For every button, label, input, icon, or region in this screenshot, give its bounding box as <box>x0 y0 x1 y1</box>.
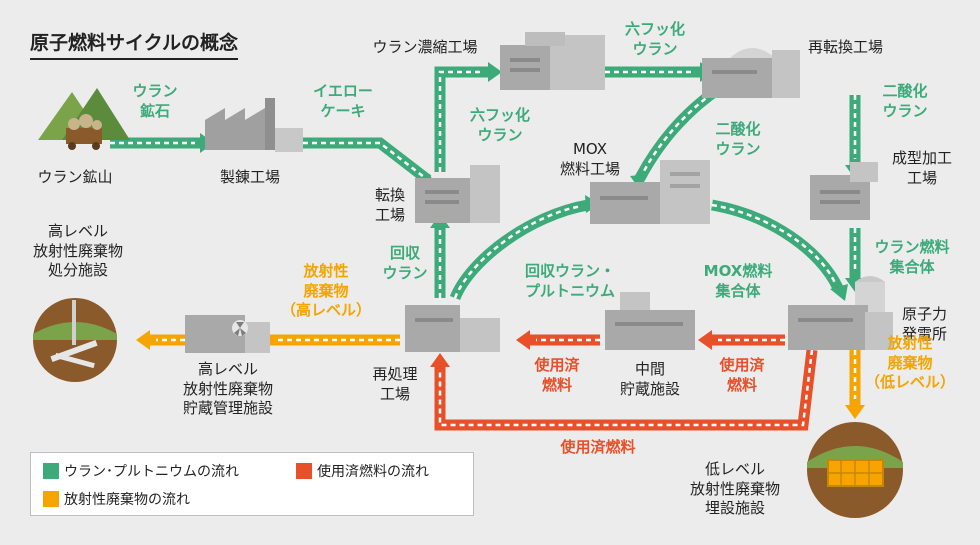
uranium-mine-graphic <box>38 88 130 150</box>
fabrication-building <box>810 162 878 220</box>
legend-label-orange: 放射性廃棄物の流れ <box>64 492 190 508</box>
flow-label-uranium-ore: ウラン鉱石 <box>132 82 178 120</box>
red-flow-dashes <box>438 338 814 427</box>
label-llw-disposal: 低レベル放射性廃棄物埋設施設 <box>689 460 781 517</box>
label-refinery: 製錬工場 <box>219 168 281 186</box>
label-hlw-storage: 高レベル放射性廃棄物貯蔵管理施設 <box>182 360 274 417</box>
reprocessing-building <box>405 305 500 352</box>
legend: ウラン･プルトニウムの流れ 使用済燃料の流れ 放射性廃棄物の流れ <box>30 452 474 516</box>
power-plant-building <box>788 276 893 350</box>
legend-label-green: ウラン･プルトニウムの流れ <box>64 464 239 480</box>
refinery-graphic <box>205 98 303 152</box>
flow-label-spent-fuel-2: 使用済燃料 <box>719 356 765 394</box>
flow-label-recovered-u: 回収ウラン <box>382 244 428 282</box>
mox-plant-building <box>590 160 710 224</box>
label-reconversion: 再転換工場 <box>808 38 884 56</box>
llw-disposal-graphic <box>807 422 903 518</box>
label-hlw-disposal: 高レベル放射性廃棄物処分施設 <box>32 222 124 279</box>
reconversion-building <box>702 48 800 98</box>
flow-label-fuel-assembly: ウラン燃料集合体 <box>874 238 950 276</box>
legend-label-red: 使用済燃料の流れ <box>317 464 429 480</box>
legend-swatch-green <box>43 463 59 479</box>
green-flow-dashes <box>110 70 857 299</box>
flow-label-llw: 放射性廃棄物（低レベル） <box>864 334 956 391</box>
legend-swatch-red <box>296 463 312 479</box>
hlw-storage-building <box>185 315 270 353</box>
red-arrowheads <box>430 330 712 367</box>
flow-label-mox-assembly: MOX燃料集合体 <box>703 262 773 300</box>
orange-flow-dashes <box>156 338 857 399</box>
flow-label-uf6-top: 六フッ化ウラン <box>624 20 686 58</box>
flow-label-spent-fuel-bottom: 使用済燃料 <box>560 438 636 456</box>
flow-label-uf6-left: 六フッ化ウラン <box>469 106 531 144</box>
flow-refinery-to-conversion <box>285 137 432 185</box>
flow-label-uo2-center: 二酸化ウラン <box>715 120 761 158</box>
interim-storage-building <box>605 292 695 350</box>
legend-item-red: 使用済燃料の流れ <box>296 461 429 481</box>
conversion-building <box>415 165 500 223</box>
label-uranium-mine: ウラン鉱山 <box>37 168 113 186</box>
legend-item-green: ウラン･プルトニウムの流れ <box>43 461 239 481</box>
hlw-disposal-graphic <box>33 298 117 382</box>
label-fabrication: 成型加工工場 <box>891 149 953 187</box>
flow-label-hlw: 放射性廃棄物（高レベル） <box>280 262 372 319</box>
flow-label-uo2-right: 二酸化ウラン <box>882 82 928 120</box>
label-conversion: 転換工場 <box>374 186 406 224</box>
label-reprocessing: 再処理工場 <box>372 365 418 403</box>
diagram-title: 原子燃料サイクルの概念 <box>30 28 239 60</box>
flow-label-spent-fuel-1: 使用済燃料 <box>534 356 580 394</box>
enrichment-building <box>500 32 605 90</box>
label-power-plant: 原子力発電所 <box>902 305 948 343</box>
label-interim-storage: 中間貯蔵施設 <box>619 360 681 398</box>
legend-swatch-orange <box>43 491 59 507</box>
label-enrichment: ウラン濃縮工場 <box>372 38 478 56</box>
legend-item-orange: 放射性廃棄物の流れ <box>43 489 190 509</box>
flow-label-yellowcake: イエローケーキ <box>313 82 373 120</box>
flow-label-recovered-u-pu: 回収ウラン・プルトニウム <box>524 262 616 300</box>
